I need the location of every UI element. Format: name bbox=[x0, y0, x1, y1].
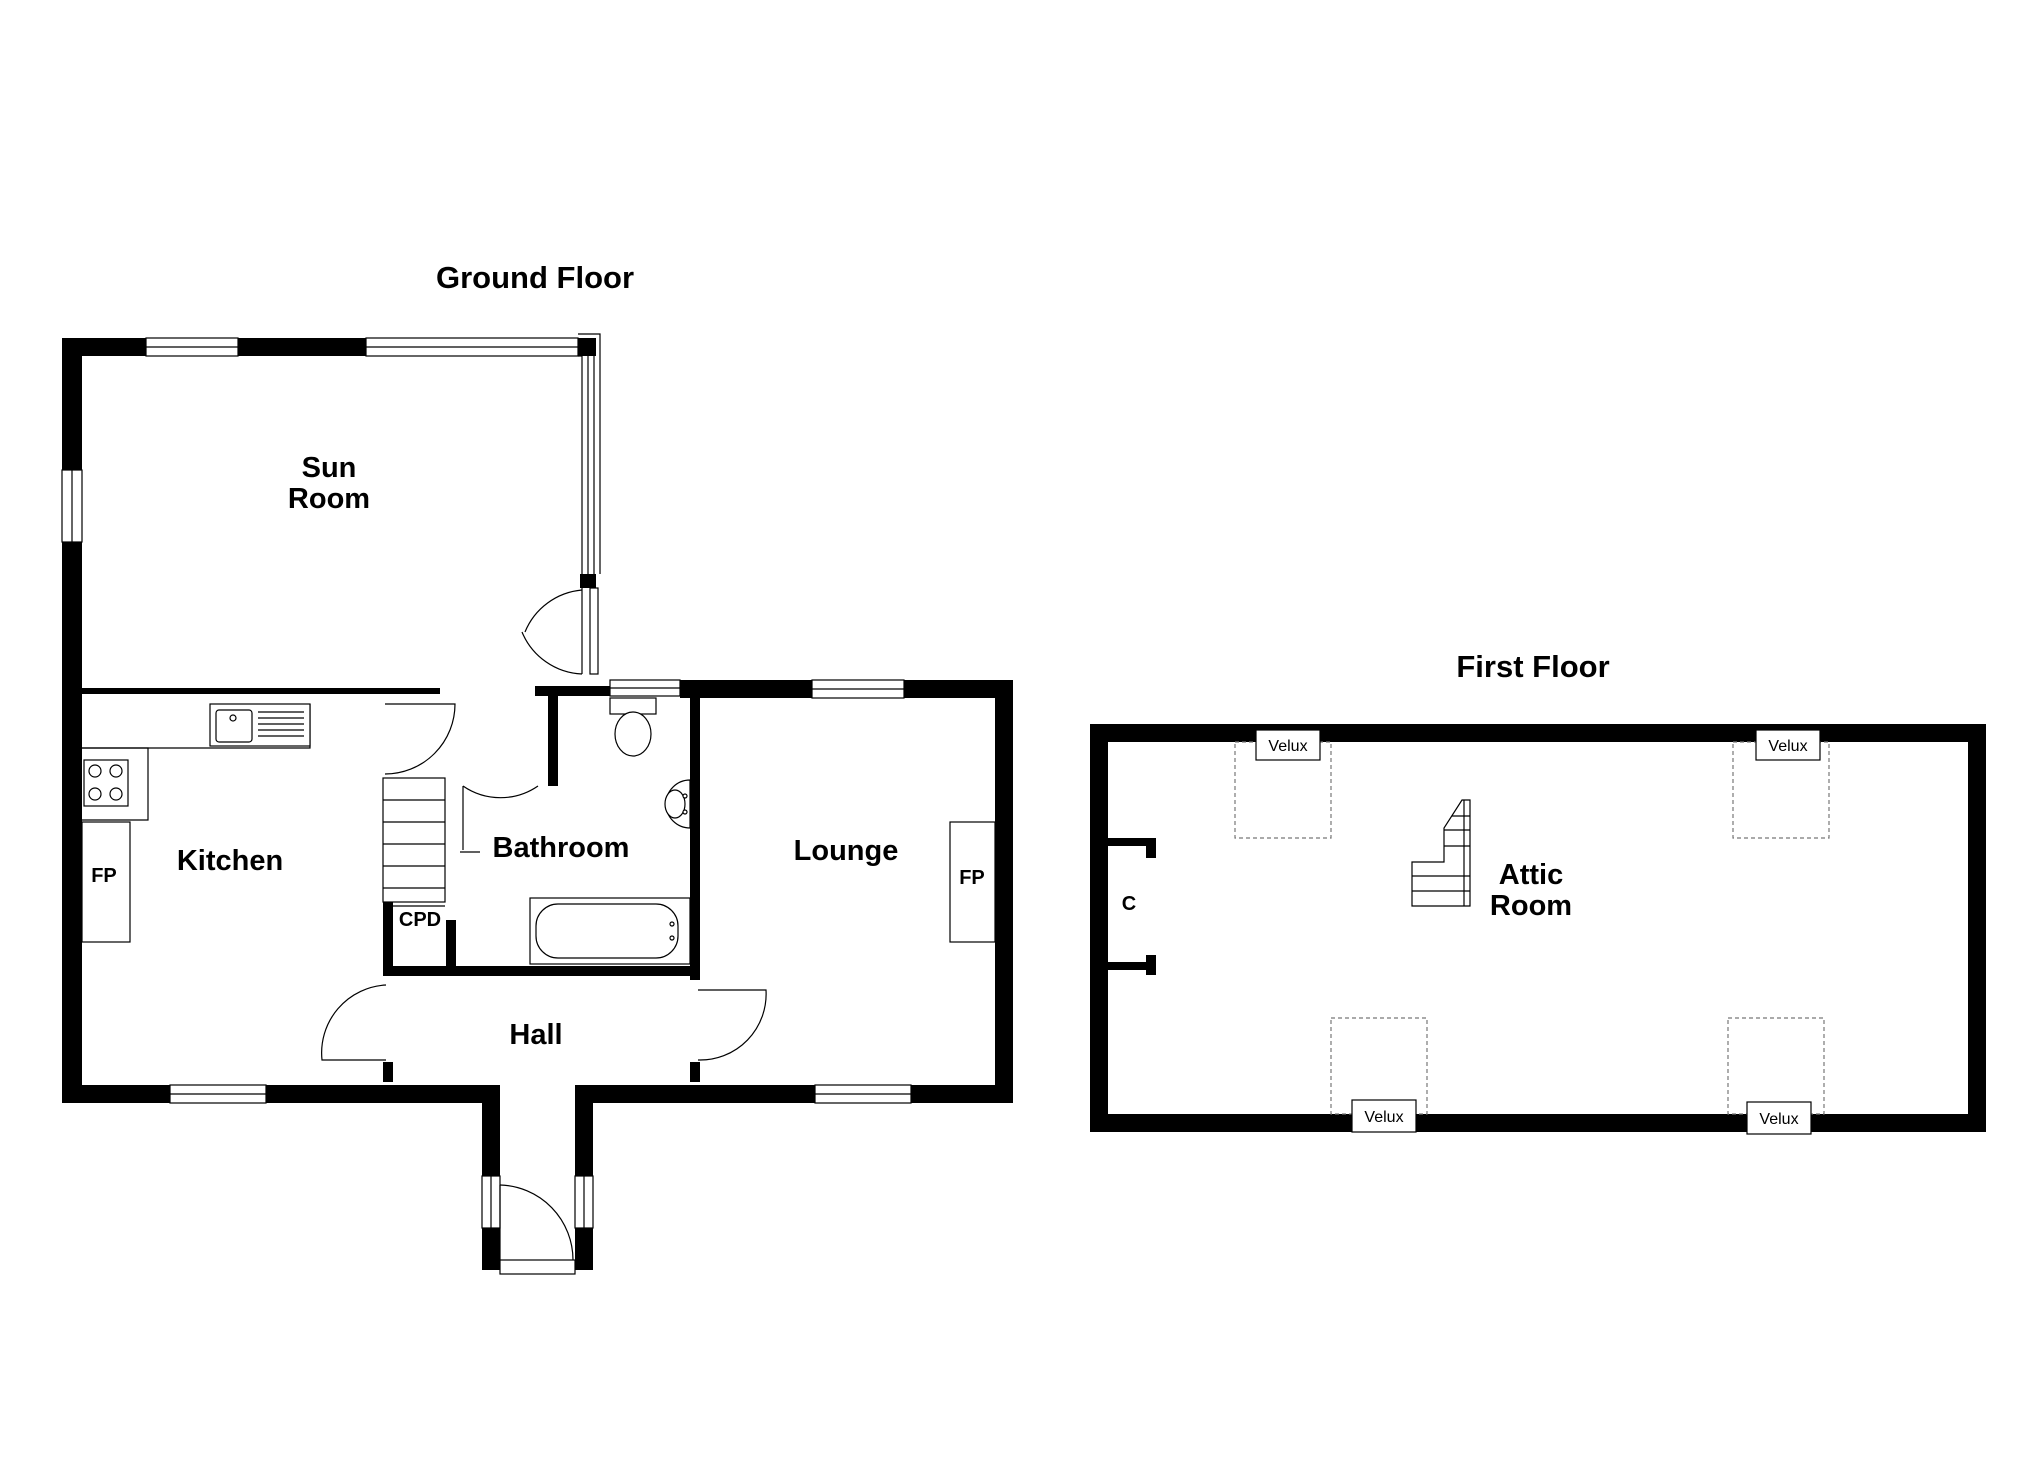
velux-windows: Velux Velux Velux Velux bbox=[1255, 729, 1821, 1135]
ground-floor-walls bbox=[62, 338, 1013, 1270]
hall-label: Hall bbox=[509, 1019, 562, 1051]
first-floor-title: First Floor bbox=[1456, 649, 1609, 684]
velux-label-2: Velux bbox=[1768, 738, 1807, 755]
kitchen-fp-label: FP bbox=[91, 865, 117, 887]
sun-room-label-line1: Sun bbox=[302, 452, 357, 484]
toilet bbox=[609, 697, 657, 757]
first-floor-labels: First Floor Attic Room C bbox=[1122, 649, 1610, 922]
ground-floor-labels: Ground Floor Sun Room Kitchen Bathroom L… bbox=[91, 260, 985, 1051]
lounge-label: Lounge bbox=[794, 835, 899, 867]
ground-floor-stairs bbox=[382, 777, 446, 907]
cpd-label: CPD bbox=[399, 909, 441, 931]
first-floor-plan: Velux Velux Velux Velux First Floor Atti… bbox=[1090, 649, 1986, 1135]
attic-room-label-line1: Attic bbox=[1499, 859, 1563, 891]
velux-label-1: Velux bbox=[1268, 738, 1307, 755]
kitchen-label: Kitchen bbox=[177, 845, 283, 877]
lounge-fireplace bbox=[949, 821, 996, 943]
kitchen-fireplace bbox=[81, 821, 131, 943]
attic-room-label-line2: Room bbox=[1490, 890, 1572, 922]
ground-floor-title: Ground Floor bbox=[436, 260, 634, 295]
kitchen-hob bbox=[83, 759, 129, 807]
velux-label-4: Velux bbox=[1759, 1111, 1798, 1128]
basin bbox=[664, 779, 691, 829]
bathroom-label: Bathroom bbox=[493, 832, 630, 864]
ground-floor-doors bbox=[321, 587, 767, 1275]
ground-floor-plan: Ground Floor Sun Room Kitchen Bathroom L… bbox=[61, 260, 1013, 1275]
ground-floor-windows bbox=[61, 333, 912, 1229]
first-floor-walls bbox=[1090, 724, 1986, 1132]
sun-room-label-line2: Room bbox=[288, 483, 370, 515]
lounge-fp-label: FP bbox=[959, 867, 985, 889]
velux-outlines bbox=[1234, 741, 1830, 1115]
bath bbox=[529, 897, 691, 965]
attic-stairs bbox=[1411, 799, 1471, 907]
velux-label-3: Velux bbox=[1364, 1109, 1403, 1126]
ground-floor-fixtures bbox=[81, 697, 996, 965]
cupboard-label: C bbox=[1122, 893, 1136, 915]
